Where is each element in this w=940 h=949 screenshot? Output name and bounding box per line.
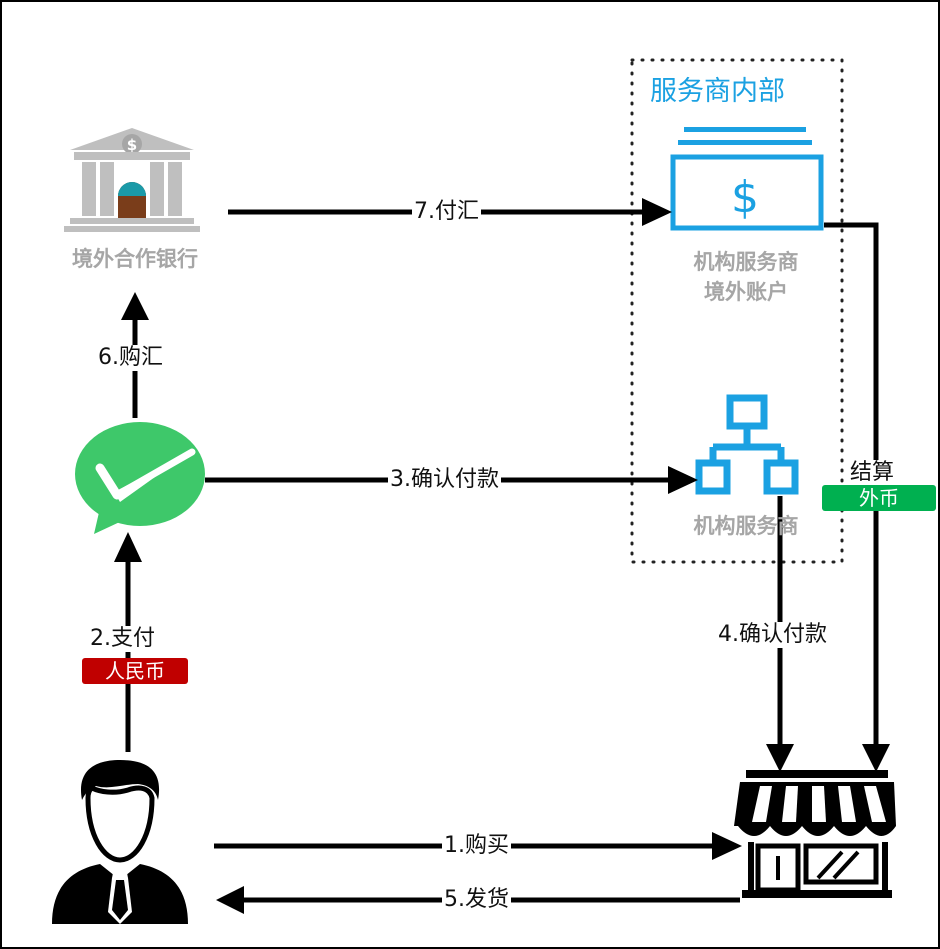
bank-icon: $ [64, 128, 200, 232]
edge-label-confirm-4: 4.确认付款 [716, 622, 829, 648]
svg-text:$: $ [127, 136, 137, 154]
wechat-pay-icon [75, 422, 205, 534]
org-chart-icon [695, 394, 799, 495]
merchant-store-icon [734, 770, 896, 898]
edge-label-confirm-3: 3.确认付款 [388, 467, 501, 493]
provider-label: 机构服务商 [693, 514, 799, 538]
provider-account-label-line1: 机构服务商 [693, 250, 799, 274]
edge-confirm-4 [766, 496, 794, 772]
edge-label-settle: 结算 [848, 460, 897, 486]
provider-internal-zone [630, 58, 844, 564]
bank-label: 境外合作银行 [72, 247, 198, 271]
svg-text:$: $ [731, 172, 759, 223]
edge-settle [824, 222, 890, 772]
edge-label-ship: 5.发货 [442, 887, 511, 913]
edge-label-buy-fx: 6.购汇 [96, 345, 165, 371]
rmb-badge: 人民币 [82, 658, 188, 684]
fx-badge: 外币 [822, 485, 936, 511]
edge-pay [114, 532, 142, 752]
edge-label-purchase: 1.购买 [442, 833, 511, 859]
provider-account-label-line2: 境外账户 [704, 280, 788, 304]
zone-title: 服务商内部 [650, 76, 785, 107]
customer-icon [52, 760, 188, 924]
edge-label-pay: 2.支付 [88, 626, 157, 652]
edge-label-remit: 7.付汇 [412, 199, 481, 225]
money-stack-icon: $ [670, 127, 824, 231]
